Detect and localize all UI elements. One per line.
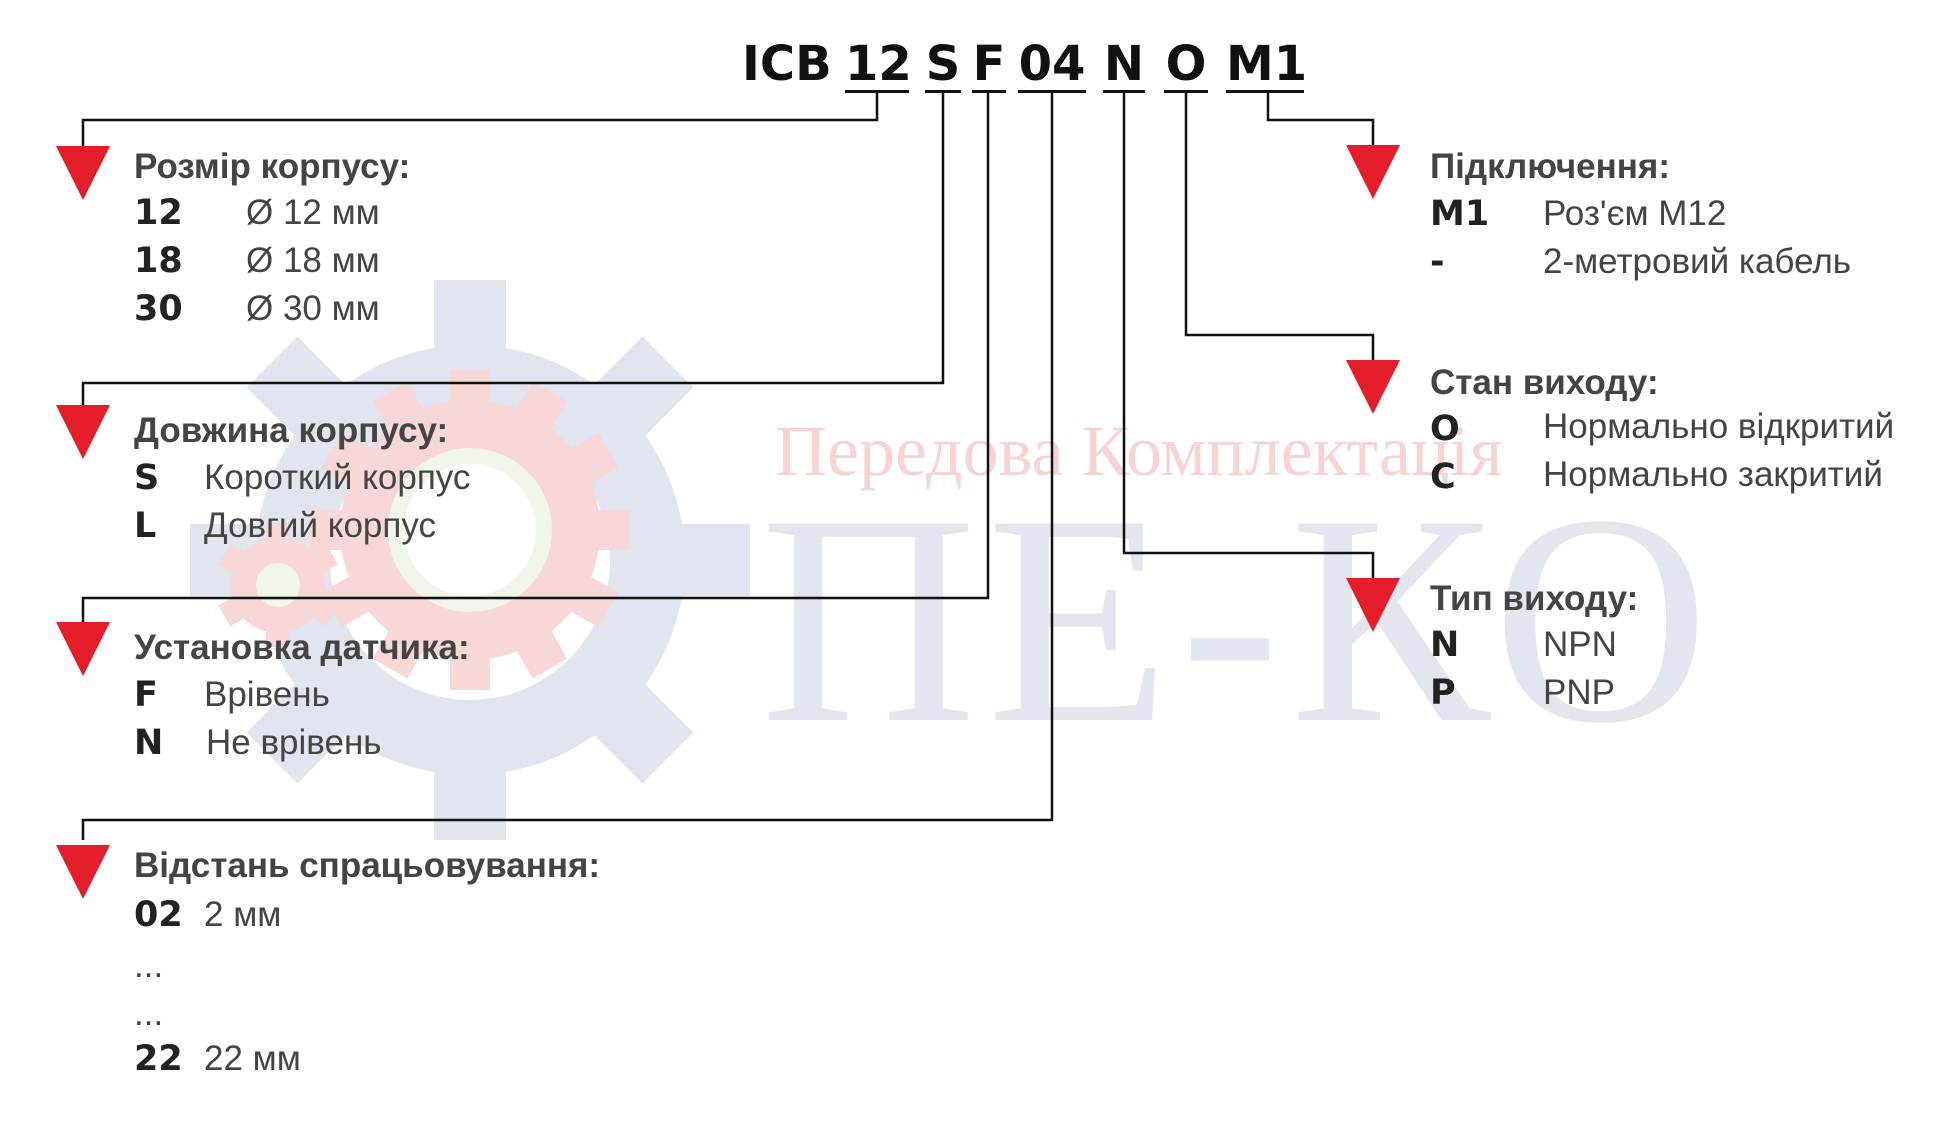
option-description: NPN bbox=[1543, 625, 1617, 664]
option-description: Ø 18 мм bbox=[246, 241, 380, 280]
code-part-output-type: N bbox=[1103, 36, 1145, 92]
arrow-down-icon bbox=[56, 405, 110, 459]
code-part-output-state: O bbox=[1165, 36, 1207, 92]
option-code: 02 bbox=[134, 895, 183, 935]
option-description: Роз'єм M12 bbox=[1543, 194, 1727, 233]
option-code: C bbox=[1430, 457, 1456, 497]
option-description: Не врівень bbox=[206, 723, 382, 762]
option-code: 18 bbox=[134, 241, 183, 281]
option-description: Ø 12 мм bbox=[246, 193, 380, 232]
arrow-down-icon bbox=[1346, 145, 1400, 199]
arrow-down-icon bbox=[56, 146, 110, 200]
option-description: Нормально закритий bbox=[1543, 455, 1883, 494]
option-code: 22 bbox=[134, 1039, 183, 1079]
option-code: S bbox=[134, 458, 160, 498]
code-underline-output-state bbox=[1164, 90, 1208, 93]
option-description: 2-метровий кабель bbox=[1543, 242, 1852, 281]
option-code: F bbox=[134, 675, 158, 715]
option-code: N bbox=[134, 723, 164, 763]
option-ellipsis: ... bbox=[134, 994, 164, 1033]
code-underline-size bbox=[845, 90, 909, 93]
section-title: Установка датчика: bbox=[134, 628, 470, 667]
option-code: M1 bbox=[1430, 194, 1490, 234]
option-description: Врівень bbox=[204, 675, 330, 714]
option-code: 12 bbox=[134, 193, 183, 233]
code-underline-output-type bbox=[1103, 90, 1145, 93]
option-code: - bbox=[1430, 242, 1445, 282]
section-title: Відстань спрацьовування: bbox=[134, 846, 601, 885]
option-code: O bbox=[1430, 409, 1460, 449]
section-title: Стан виходу: bbox=[1430, 363, 1659, 402]
option-description: 2 мм bbox=[204, 895, 282, 934]
section-title: Довжина корпусу: bbox=[134, 411, 449, 450]
code-part-mounting: F bbox=[972, 36, 1006, 92]
arrow-down-icon bbox=[56, 622, 110, 676]
option-description: Нормально відкритий bbox=[1543, 407, 1895, 446]
code-part-distance: 04 bbox=[1018, 36, 1086, 92]
option-description: PNP bbox=[1543, 673, 1615, 712]
code-underline-mounting bbox=[972, 90, 1006, 93]
section-title: Тип виходу: bbox=[1430, 579, 1639, 618]
option-code: 30 bbox=[134, 289, 183, 329]
code-part-length: S bbox=[925, 36, 961, 92]
option-description: Довгий корпус bbox=[204, 506, 436, 545]
option-description: Короткий корпус bbox=[204, 458, 471, 497]
section-title: Розмір корпусу: bbox=[134, 147, 411, 186]
code-underline-connection bbox=[1226, 90, 1304, 93]
option-code: P bbox=[1430, 673, 1456, 713]
code-part-series: ICB bbox=[742, 36, 832, 92]
arrow-down-icon bbox=[1346, 578, 1400, 632]
watermark-tagline: Передова Комплектація bbox=[775, 411, 1503, 491]
section-title: Підключення: bbox=[1430, 147, 1670, 186]
code-underline-distance bbox=[1018, 90, 1086, 93]
option-ellipsis: ... bbox=[134, 946, 164, 985]
code-part-size: 12 bbox=[845, 36, 912, 92]
option-description: Ø 30 мм bbox=[246, 289, 380, 328]
code-underline-length bbox=[925, 90, 961, 93]
option-code: L bbox=[134, 506, 157, 546]
arrow-down-icon bbox=[56, 845, 110, 899]
arrow-down-icon bbox=[1346, 360, 1400, 414]
option-code: N bbox=[1430, 625, 1460, 665]
option-description: 22 мм bbox=[204, 1039, 301, 1078]
code-part-connection: M1 bbox=[1226, 36, 1308, 92]
